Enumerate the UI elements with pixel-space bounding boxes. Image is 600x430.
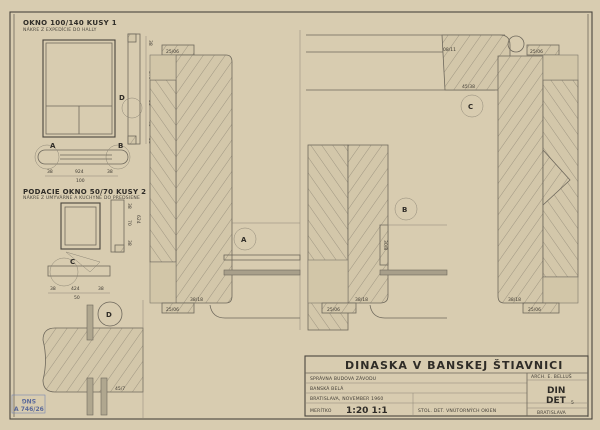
dimension-label: 924	[75, 169, 84, 175]
dimension-label: 38/18	[355, 297, 368, 303]
location: BANSKÁ BELÁ	[310, 385, 344, 392]
serving-window-title: PODACIE OKNO 50/70 KUSY 2	[23, 188, 146, 196]
detail-marker-b: B	[118, 142, 123, 150]
dimension-label: 08/11	[443, 47, 456, 53]
city: BRATISLAVA	[537, 410, 567, 416]
dimension-label: SNG	[22, 397, 36, 404]
section-b: 30/8 B 38/18 25/06	[307, 144, 448, 331]
dimension-label: 5	[571, 400, 574, 406]
detail-marker-a: A	[50, 142, 56, 150]
detail-marker-c-small: C	[70, 258, 75, 266]
serving-window-subtitle: NÁKRE Z UMÝVÁRNE A KUCHYNE DO PREDSIENE	[23, 194, 140, 201]
dimension-label: 624	[135, 215, 141, 224]
detail-marker-a-section: A	[241, 236, 247, 244]
dimension-label: 45/38	[462, 84, 475, 90]
scale-label: MERÍTKO	[310, 407, 332, 414]
dimension-label: 25/06	[530, 49, 543, 55]
dimension-label: 38	[147, 40, 153, 46]
dimension-label: 70	[126, 220, 132, 226]
architect: ARCH. E. BELLUŠ	[531, 373, 572, 380]
project-title: DINASKA V BANSKEJ ŠTIAVNICI	[345, 359, 563, 372]
sheet-code-det: DET	[546, 396, 567, 406]
window-subtitle: NÁKRE Z EXPEDÍCIE DO HALLY	[23, 26, 97, 33]
dimension-label: 100	[76, 178, 85, 184]
dimension-label: 25/06	[528, 307, 541, 313]
date: BRATISLAVA, NOVEMBER 1960	[310, 396, 383, 402]
client-name: SPRÁVNA BUDOVA ZÁVODU	[310, 375, 376, 382]
dimension-label: 25/06	[327, 307, 340, 313]
dimension-label: 38	[126, 203, 132, 209]
dimension-label: 30/8	[382, 240, 388, 250]
detail-d-sill: D 45/7	[42, 300, 144, 418]
dimension-label: 38	[126, 240, 132, 246]
dimension-label: 424	[71, 286, 80, 292]
detail-marker-d: D	[119, 94, 125, 102]
dimension-label: 25/06	[166, 49, 179, 55]
detail-marker-b-section: B	[402, 206, 407, 214]
window-elevation-100-140: OKNO 100/140 KUSY 1 NÁKRE Z EXPEDÍCIE DO…	[23, 19, 162, 184]
dimension-label: 38	[107, 169, 113, 175]
dimension-label: 50	[74, 295, 80, 301]
dimension-label: 38	[50, 286, 56, 292]
dimension-label: 45/7	[115, 386, 125, 392]
detail-marker-c: C	[468, 103, 473, 111]
sheet-border	[9, 11, 593, 420]
section-c: 08/11 45/38 25/06 C 38/18 25/06	[306, 34, 579, 314]
window-title: OKNO 100/140 KUSY 1	[23, 19, 117, 27]
detail-marker-d-sill: D	[106, 311, 112, 319]
dimension-label: 38/18	[508, 297, 521, 303]
scale-value: 1:20 1:1	[346, 406, 388, 416]
section-a: 25/06 25/06 38/18 A	[149, 44, 301, 319]
dimension-label: 38	[47, 169, 53, 175]
dimension-label: 38	[98, 286, 104, 292]
serving-window-elevation-50-70: PODACIE OKNO 50/70 KUSY 2 NÁKRE Z UMÝVÁR…	[23, 188, 146, 301]
archive-stamp: SNG A 746/26	[11, 394, 46, 414]
drawing-name: STOL. DET. VNÚTORNÝCH OKIEN	[418, 407, 496, 414]
sheet-code: DIN	[547, 386, 565, 396]
dimension-label: 25/06	[166, 307, 179, 313]
dimension-label: A 746/26	[14, 406, 44, 413]
title-block: DINASKA V BANSKEJ ŠTIAVNICI SPRÁVNA BUDO…	[304, 355, 589, 417]
dimension-label: 38/18	[190, 297, 203, 303]
